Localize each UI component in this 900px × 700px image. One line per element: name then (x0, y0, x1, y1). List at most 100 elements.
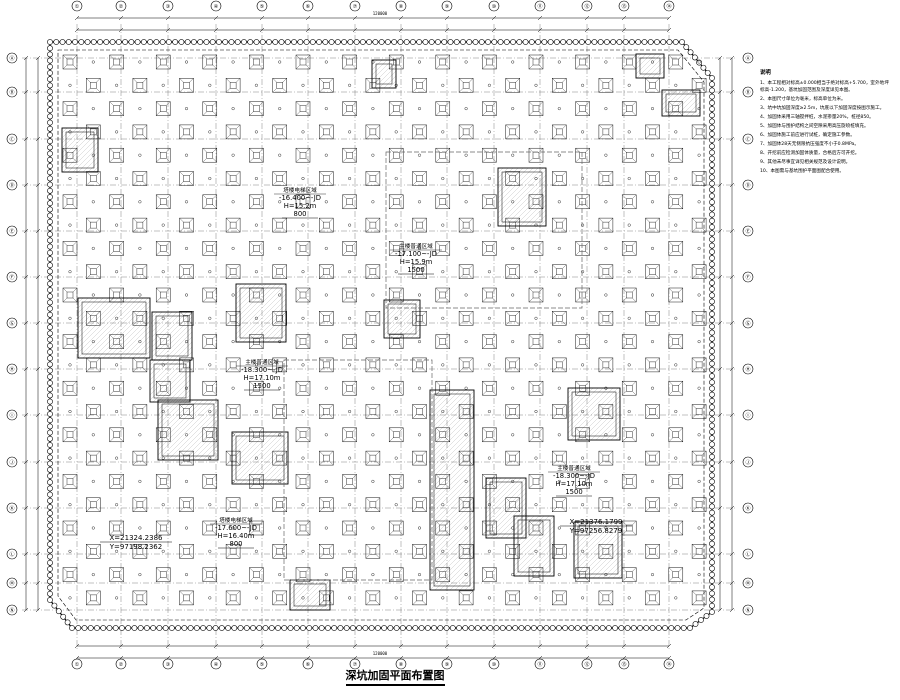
pile-point (674, 503, 678, 507)
pile-point (697, 386, 701, 390)
pile-cap-core (159, 338, 167, 345)
pile-cap-diag (468, 460, 474, 466)
pile-cap-diag (422, 321, 427, 326)
pile-cap-diag (552, 590, 557, 596)
pile-cap (249, 427, 264, 443)
pile-cap-diag (305, 334, 311, 339)
pile-cap-diag (608, 78, 614, 83)
pit-hatch (231, 431, 273, 473)
pile-point (557, 107, 561, 111)
pile-cap-diag (598, 311, 604, 316)
axis-col-bubble (618, 0, 630, 12)
zone-depth: H=15.9m (400, 258, 433, 266)
pile-point (278, 526, 282, 530)
wall-pile (228, 39, 235, 45)
pile-point (115, 456, 119, 460)
pit-hatch (497, 167, 509, 179)
pile-cap-diag (482, 567, 487, 572)
pile-cap-diag (585, 474, 590, 479)
wall-pile (709, 205, 715, 212)
axis-row-bubble-label: Ⓘ (745, 412, 750, 419)
wall-pile (266, 39, 272, 45)
pile-cap (505, 78, 520, 93)
pile-cap-core (672, 291, 679, 299)
pile-cap-core (462, 501, 470, 508)
pile-cap-diag (585, 427, 590, 432)
pile-cap-diag (86, 554, 91, 559)
pile-cap-diag (492, 484, 497, 489)
pile-cap-core (509, 175, 516, 182)
wall-pile (187, 625, 194, 631)
pile-cap-diag (482, 204, 487, 209)
pile-cap-diag (399, 391, 404, 396)
pile-cap (295, 241, 311, 256)
pile-cap-core (602, 315, 610, 322)
pit-hatch (262, 318, 287, 343)
pile-cap-diag (249, 194, 254, 199)
pile-cap-diag (96, 367, 101, 373)
pile-cap-diag (319, 450, 324, 456)
pile-point (627, 316, 631, 320)
pile-cap-diag (189, 134, 194, 140)
pit-hatch (449, 565, 475, 591)
wall-pile (47, 324, 53, 331)
pile-cap-core (299, 291, 307, 299)
pile-cap-diag (678, 427, 683, 432)
pile-cap-diag (492, 344, 497, 349)
pile-cap-diag (212, 101, 217, 106)
pile-cap-diag (515, 600, 520, 606)
wall-pile (709, 335, 715, 342)
wall-pile (624, 625, 631, 631)
pile-cap-diag (375, 227, 381, 233)
pile-cap-diag (528, 158, 534, 163)
pile-cap (458, 217, 474, 233)
pile-cap-core (276, 548, 283, 555)
pile-cap-diag (668, 334, 673, 339)
pile-cap-diag (552, 124, 557, 130)
pile-cap-diag (468, 497, 474, 502)
pile-cap-diag (399, 474, 404, 479)
pile-cap-diag (575, 251, 580, 256)
pile-cap-core (66, 245, 74, 252)
pile-cap (109, 147, 124, 163)
pit-hatch (567, 387, 609, 429)
pile-cap-core (276, 128, 283, 136)
pile-cap-diag (399, 567, 404, 572)
wall-pile (272, 39, 279, 45)
pile-cap-core (393, 105, 400, 112)
pile-cap (249, 147, 264, 163)
pile-cap-diag (259, 251, 264, 256)
pile-cap (109, 101, 124, 116)
pile-point (418, 200, 422, 204)
pile-cap (295, 427, 311, 443)
pile-cap-core (136, 408, 144, 415)
wall-pile (328, 39, 335, 45)
pile-point (138, 293, 142, 297)
pile-cap-core (509, 128, 516, 136)
pile-cap-diag (412, 217, 417, 223)
pit-hatch (429, 405, 475, 451)
pit-hatch (497, 167, 524, 194)
pile-cap-core (276, 268, 283, 275)
pit-hatch (390, 308, 421, 339)
wall-pile (47, 138, 53, 145)
pile-cap-diag (445, 158, 450, 163)
pile-cap-core (579, 151, 586, 159)
wall-pile (350, 625, 356, 631)
pile-cap-diag (445, 520, 450, 526)
pile-cap-diag (132, 264, 138, 269)
pile-cap-diag (342, 287, 347, 293)
wall-pile (524, 625, 531, 631)
pit-inner (501, 171, 543, 223)
pile-cap (295, 147, 311, 163)
pile-cap-diag (62, 391, 68, 396)
pile-cap-diag (225, 544, 231, 549)
pile-point (348, 223, 352, 227)
pit-hatch (429, 435, 475, 481)
pile-point (208, 83, 212, 87)
pile-cap-diag (458, 171, 464, 176)
pit-hatch (429, 389, 461, 421)
dim-tick (729, 551, 735, 557)
pile-cap-diag (365, 544, 371, 549)
pile-cap-core (159, 105, 167, 112)
